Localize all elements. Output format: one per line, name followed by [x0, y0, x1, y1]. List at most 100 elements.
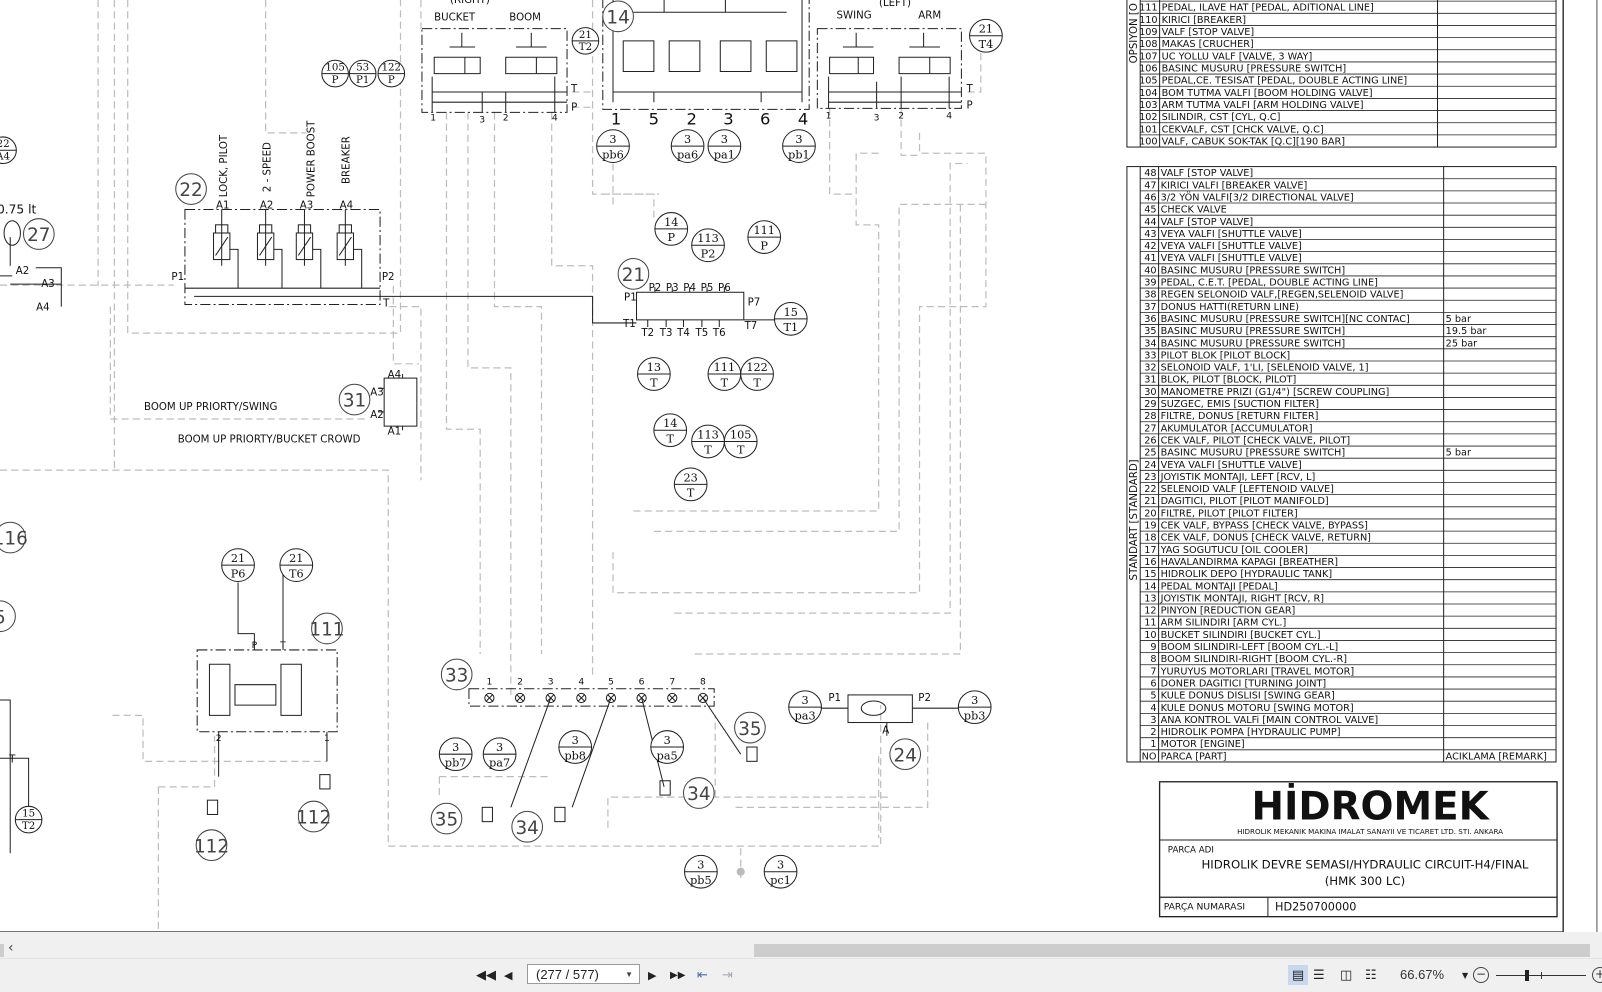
item-number: 34	[687, 784, 710, 805]
diagram-label: 1	[430, 113, 436, 124]
part-number: 101	[1139, 124, 1157, 135]
continuous-facing-view-button[interactable]: ☷	[1365, 965, 1377, 985]
reference-circle: 22A4	[0, 136, 17, 165]
diagram-label: A2	[370, 410, 383, 421]
reference-bottom: pa7	[489, 756, 510, 769]
part-number: 3	[1150, 715, 1156, 726]
diagram-label: 1	[611, 110, 621, 129]
part-name: VALF, CABUK SOK-TAK [Q.C][190 BAR]	[1162, 136, 1345, 147]
table-row: 36 BASINC MUSURU [PRESSURE SWITCH][NC CON…	[1144, 314, 1471, 325]
part-name: BASINC MUSURU [PRESSURE SWITCH]	[1161, 338, 1346, 349]
reference-bottom: T	[753, 376, 761, 389]
part-number: 15	[1144, 569, 1156, 580]
part-name: PEDAL MONTAJI [PEDAL]	[1161, 581, 1278, 592]
viewer-toolbar: ◀◀ ◀ (277 / 577) ▼ ▶ ▶▶ ⇤ ⇥ ▤ ☰ ◫ ☷ 66.6…	[0, 958, 1602, 992]
reference-bottom: P	[388, 75, 395, 86]
gauge-port-icon	[667, 692, 678, 704]
part-name: ARM TUTMA VALFI [ARM HOLDING VALVE]	[1162, 100, 1364, 111]
diagram-label: P1	[171, 272, 184, 283]
diagram-label: P5	[701, 283, 714, 294]
part-name: BLOK, PILOT [BLOCK, PILOT]	[1161, 375, 1297, 386]
single-page-view-button[interactable]: ▤	[1288, 965, 1308, 985]
horizontal-scrollbar[interactable]: ‹	[0, 932, 1602, 958]
part-name: CHECK VALVE	[1161, 205, 1227, 216]
part-number: 27	[1144, 423, 1156, 434]
page-dropdown-icon[interactable]: ▼	[625, 970, 633, 979]
diagram-label: P	[571, 102, 577, 113]
part-name: BOOM SILINDIRI-RIGHT [BOOM CYL.-R]	[1161, 654, 1347, 665]
part-number: 28	[1144, 411, 1156, 422]
scroll-left-icon[interactable]: ‹	[8, 940, 14, 956]
part-number: 42	[1144, 241, 1156, 252]
item-balloon: 112	[194, 829, 229, 861]
item-number: 35	[738, 719, 761, 740]
reference-bottom: P1	[356, 75, 369, 86]
part-name: KIRICI [BREAKER]	[1162, 15, 1246, 26]
previous-view-button[interactable]: ⇤	[697, 965, 708, 985]
reference-top: 3	[971, 694, 978, 707]
first-page-button[interactable]: ◀◀	[476, 965, 496, 985]
part-number: 31	[1144, 375, 1156, 386]
reference-top: 21	[289, 552, 303, 565]
part-number: 17	[1144, 545, 1156, 556]
diagram-label: BOOM UP PRIORTY/BUCKET CROWD	[178, 434, 361, 445]
diagram-label: 2	[898, 111, 904, 122]
part-remark: ACIKLAMA [REMARK]	[1446, 751, 1547, 762]
reference-bottom: T4	[979, 38, 994, 51]
reference-circle: 13T	[637, 357, 671, 391]
next-view-button[interactable]: ⇥	[722, 965, 733, 985]
previous-page-button[interactable]: ◀	[504, 965, 512, 985]
solenoid-valve-symbol	[336, 224, 363, 289]
scrollbar-track-left[interactable]	[0, 944, 4, 957]
zoom-in-icon[interactable]: +	[1592, 967, 1602, 983]
next-page-button[interactable]: ▶	[648, 965, 656, 985]
diagram-label: 3	[548, 677, 554, 688]
part-number: 30	[1144, 387, 1156, 398]
item-balloon: 24	[889, 738, 922, 771]
part-number: 48	[1144, 168, 1156, 179]
last-page-icon: ▶▶	[670, 969, 686, 981]
part-number: 12	[1144, 606, 1156, 617]
zoom-out-icon[interactable]: −	[1473, 967, 1489, 983]
page-number-input[interactable]: (277 / 577) ▼	[527, 964, 640, 984]
reference-bottom: T	[721, 376, 729, 389]
part-number: 36	[1144, 314, 1156, 325]
part-number: 20	[1144, 508, 1156, 519]
scrollbar-thumb[interactable]	[754, 944, 1590, 957]
part-number: 24	[1144, 460, 1156, 471]
item-balloon: 22	[175, 173, 207, 205]
continuous-view-button[interactable]: ☰	[1313, 965, 1325, 985]
part-name: BASINC MUSURU [PRESSURE SWITCH][NC CONTA…	[1161, 314, 1410, 325]
part-name: ARM SILINDIRI [ARM CYL.]	[1161, 618, 1287, 629]
part-name: HAVALANDIRMA KAPAGI [BREATHER]	[1161, 557, 1338, 568]
zoom-slider-thumb[interactable]	[1525, 970, 1529, 981]
diagram-label: 1	[826, 111, 832, 122]
zoom-level[interactable]: 66.67%	[1400, 967, 1445, 982]
diagram-label: A1	[388, 426, 401, 437]
diagram-label: P6	[718, 283, 731, 294]
part-remark: 5 bar	[1446, 448, 1471, 459]
zoom-dropdown-icon[interactable]: ▼	[1462, 970, 1469, 980]
facing-view-button[interactable]: ◫	[1340, 965, 1352, 985]
part-number: 40	[1144, 265, 1156, 276]
sensor-line	[510, 697, 742, 808]
reference-top: 21	[979, 23, 993, 36]
part-number: 43	[1144, 229, 1156, 240]
last-page-button[interactable]: ▶▶	[670, 965, 685, 985]
part-number: 8	[1150, 654, 1156, 665]
pilot-block-box	[468, 688, 715, 707]
item-number: 21	[622, 265, 645, 286]
